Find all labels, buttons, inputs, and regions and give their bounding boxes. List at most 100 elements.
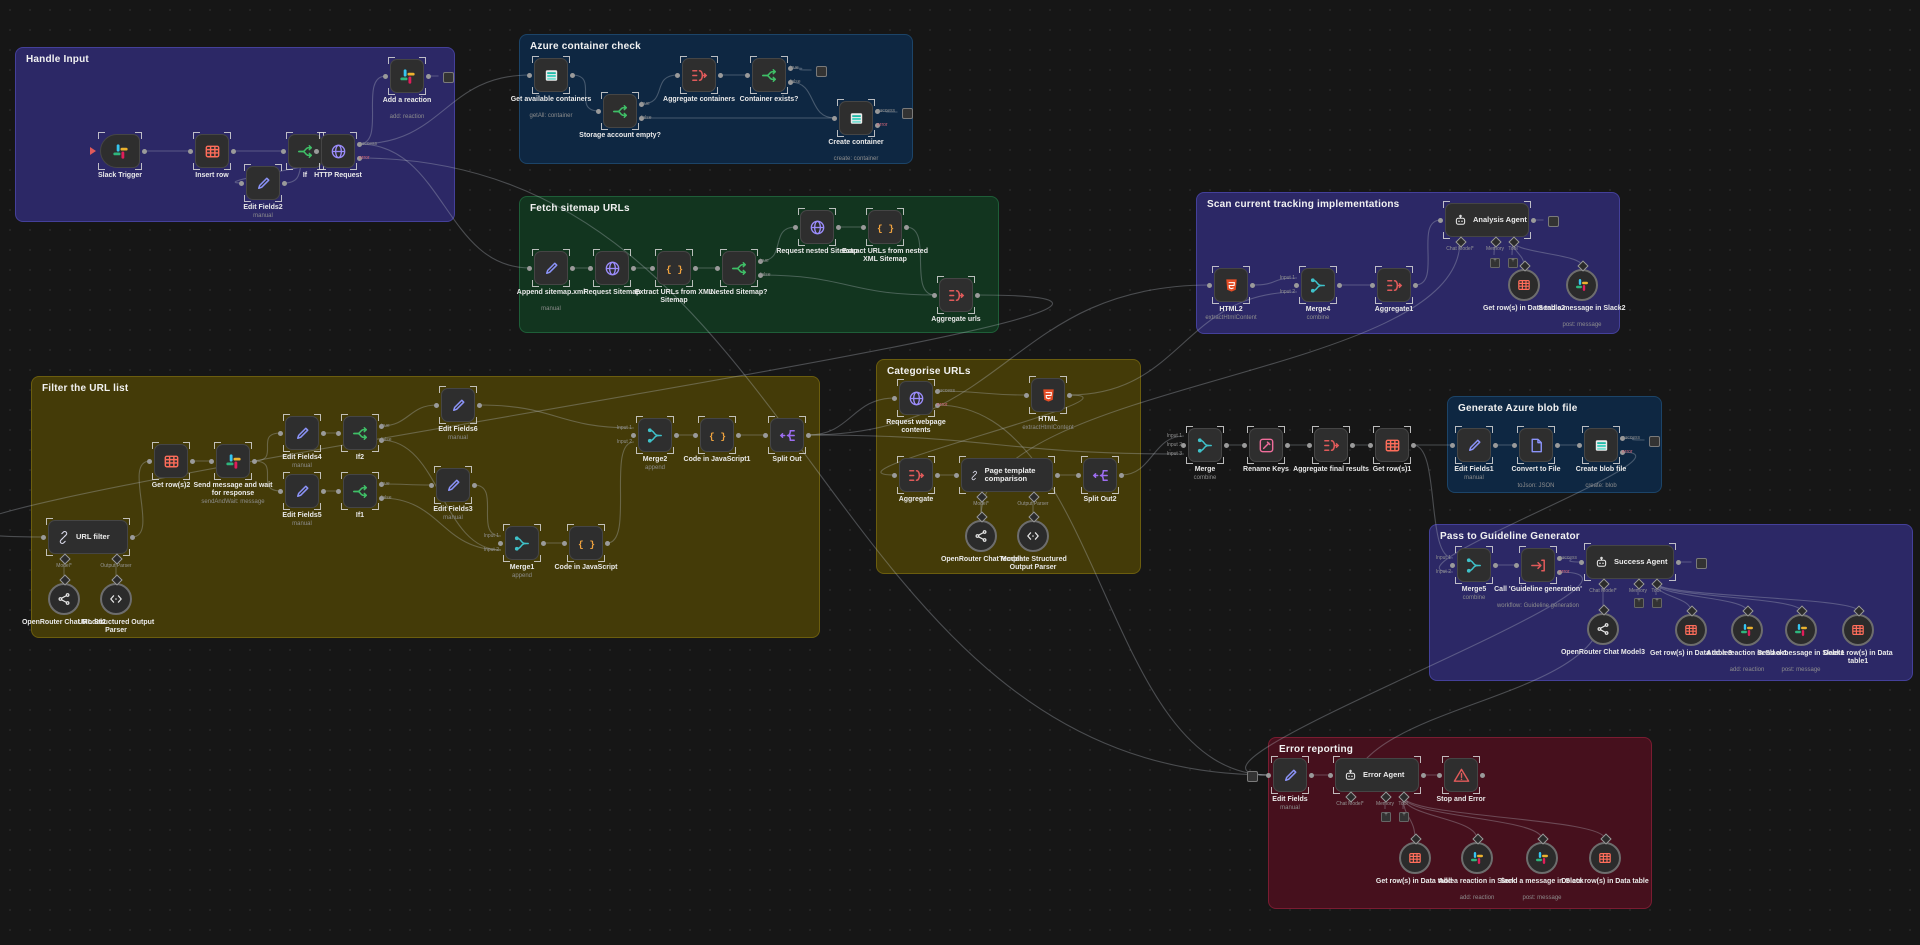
output-port[interactable] (788, 79, 793, 85)
input-port[interactable] (745, 72, 750, 78)
output-port[interactable] (1620, 449, 1625, 455)
output-port[interactable] (1493, 562, 1498, 568)
add-connection-button[interactable]: + (1490, 258, 1500, 268)
output-port[interactable] (674, 432, 679, 438)
output-port[interactable] (758, 272, 763, 278)
output-port[interactable] (357, 155, 362, 161)
ep-container[interactable] (815, 65, 827, 77)
input-port[interactable] (793, 224, 798, 230)
input-port[interactable] (209, 458, 214, 464)
ep-analysis[interactable] (1547, 215, 1559, 227)
output-port[interactable] (321, 488, 326, 494)
output-port[interactable] (1285, 442, 1290, 448)
input-port[interactable] (434, 402, 439, 408)
input-port[interactable] (1024, 392, 1029, 398)
output-port[interactable] (639, 115, 644, 121)
add-connection-button[interactable]: + (1508, 258, 1518, 268)
output-port[interactable] (570, 265, 575, 271)
input-port[interactable] (1242, 442, 1247, 448)
output-port[interactable] (1480, 772, 1485, 778)
output-port[interactable] (477, 402, 482, 408)
input-port[interactable] (631, 432, 636, 438)
output-port[interactable] (1676, 559, 1681, 565)
stop-and-error[interactable]: Stop and Error (1436, 756, 1486, 803)
extract-urls-nested[interactable]: { }Extract URLs from nested XML Sitemap (842, 208, 928, 263)
output-port[interactable] (541, 540, 546, 546)
code-js1[interactable]: { }Code in JavaScript1 (684, 416, 750, 463)
output-port[interactable] (1557, 555, 1562, 561)
or-chat-model3[interactable]: OpenRouter Chat Model3 (1561, 604, 1645, 656)
output-port[interactable] (975, 292, 980, 298)
output-port[interactable] (875, 108, 880, 114)
input-port[interactable] (429, 482, 434, 488)
group-handle-input[interactable]: Handle Input (15, 47, 455, 222)
p3[interactable]: + (1634, 598, 1644, 608)
input-port[interactable] (1514, 562, 1519, 568)
aggregate1[interactable]: Aggregate1 (1370, 266, 1418, 313)
output-port[interactable] (1620, 435, 1625, 441)
input-port[interactable] (527, 265, 532, 271)
output-port[interactable] (935, 402, 940, 408)
input-port[interactable] (278, 488, 283, 494)
ep-err-in[interactable] (1246, 770, 1258, 782)
output-port[interactable] (231, 148, 236, 154)
output-port[interactable] (1067, 392, 1072, 398)
input-port[interactable] (1450, 442, 1455, 448)
input-port[interactable] (1181, 442, 1186, 448)
get-rows-dt2[interactable]: Get row(s) in Data table2 (1483, 260, 1565, 312)
input-port[interactable] (932, 292, 937, 298)
input-port[interactable] (1370, 282, 1375, 288)
output-port[interactable] (357, 141, 362, 147)
output-port[interactable] (321, 430, 326, 436)
delete-rows-dt[interactable]: Delete row(s) in Data table (1561, 833, 1649, 885)
output-port[interactable] (1224, 442, 1229, 448)
extract-urls[interactable]: { }Extract URLs from XML Sitemap (635, 249, 713, 304)
output-port[interactable] (639, 101, 644, 107)
aggregate-containers[interactable]: Aggregate containers (663, 56, 735, 103)
request-nested-sitemap[interactable]: Request nested Sitemap (776, 208, 858, 255)
output-port[interactable] (1055, 472, 1060, 478)
input-port[interactable] (763, 432, 768, 438)
input-port[interactable] (650, 265, 655, 271)
get-rows2[interactable]: Get row(s)2 (147, 442, 195, 489)
input-port[interactable] (147, 458, 152, 464)
output-port[interactable] (1337, 282, 1342, 288)
output-port[interactable] (1309, 772, 1314, 778)
output-port[interactable] (1119, 472, 1124, 478)
output-port[interactable] (693, 265, 698, 271)
input-port[interactable] (715, 265, 720, 271)
aggregate[interactable]: Aggregate (892, 456, 940, 503)
p2[interactable]: + (1508, 258, 1518, 268)
output-port[interactable] (379, 495, 384, 501)
output-port[interactable] (1411, 442, 1416, 448)
input-port[interactable] (1266, 772, 1271, 778)
output-port[interactable] (904, 224, 909, 230)
output-port[interactable] (935, 388, 940, 394)
input-port[interactable] (41, 534, 46, 540)
input-port[interactable] (675, 72, 680, 78)
